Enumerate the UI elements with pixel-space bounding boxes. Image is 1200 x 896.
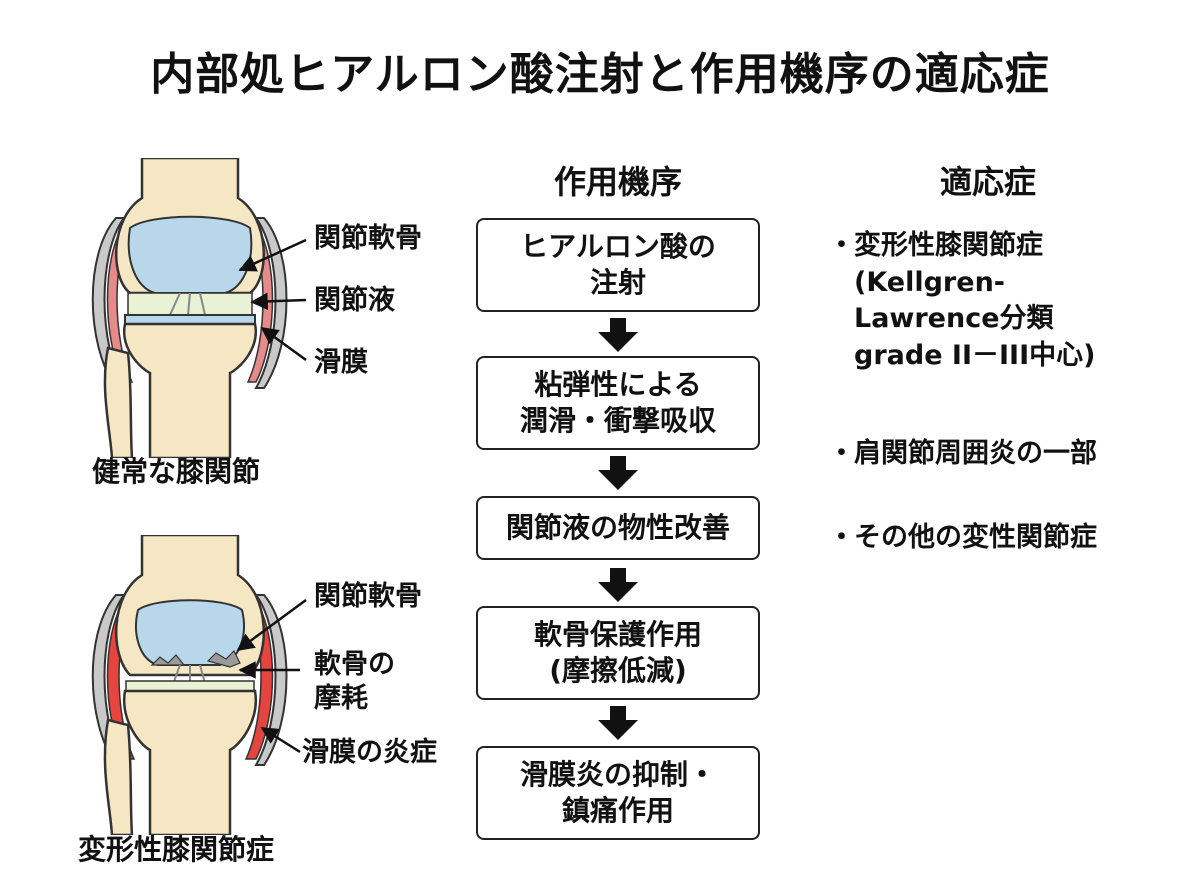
mechanism-step-5: 滑膜炎の抑制・ 鎮痛作用 — [476, 746, 760, 840]
tibia — [122, 689, 258, 835]
fibula — [103, 718, 134, 835]
indication-text: 肩関節周囲炎の一部 — [854, 438, 1097, 469]
worn-cartilage — [135, 599, 245, 666]
page-title: 内部処ヒアルロン酸注射と作用機序の適応症 — [150, 49, 1050, 100]
down-arrow-icon — [598, 456, 638, 490]
bullet-icon: ・ — [828, 438, 855, 469]
fibula — [103, 346, 134, 458]
caption-oa-knee: 変形性膝関節症 — [78, 833, 275, 866]
label-synovial-fluid: 関節液 — [314, 285, 395, 316]
caption-healthy-knee: 健常な膝関節 — [92, 455, 261, 488]
healthy-knee-illustration — [91, 158, 288, 458]
indication-text: 変形性膝関節症 (Kellgren- Lawrence分類 grade II－I… — [854, 230, 1096, 372]
indication-text: その他の変性関節症 — [854, 522, 1097, 553]
indications-heading: 適応症 — [939, 163, 1036, 201]
osteoarthritis-knee-illustration — [91, 535, 288, 835]
mechanism-heading: 作用機序 — [553, 163, 682, 201]
label-synovitis: 滑膜の炎症 — [302, 737, 437, 768]
articular-cartilage — [127, 215, 253, 294]
label-articular-cartilage: 関節軟骨 — [314, 223, 422, 254]
indication-item: ・ その他の変性関節症 — [828, 520, 1178, 557]
mechanism-step-2: 粘弾性による 潤滑・衝撃吸収 — [476, 356, 760, 450]
indication-item: ・ 肩関節周囲炎の一部 — [828, 436, 1178, 473]
mechanism-step-4: 軟骨保護作用 (摩擦低減) — [476, 606, 760, 700]
indication-item: ・ 変形性膝関節症 (Kellgren- Lawrence分類 grade II… — [828, 228, 1178, 375]
down-arrow-icon — [598, 568, 638, 602]
label-synovium: 滑膜 — [314, 347, 368, 378]
bullet-icon: ・ — [828, 522, 855, 553]
label-articular-cartilage-oa: 関節軟骨 — [314, 581, 422, 612]
mechanism-step-3: 関節液の物性改善 — [476, 496, 760, 560]
down-arrow-icon — [598, 318, 638, 352]
tibia-cartilage — [124, 314, 256, 325]
tibia — [122, 322, 258, 458]
cartilage-debris — [150, 649, 241, 668]
mechanism-step-1: ヒアルロン酸の 注射 — [476, 218, 760, 312]
down-arrow-icon — [598, 706, 638, 740]
bullet-icon: ・ — [828, 230, 855, 261]
label-cartilage-wear: 軟骨の 摩耗 — [314, 649, 395, 714]
